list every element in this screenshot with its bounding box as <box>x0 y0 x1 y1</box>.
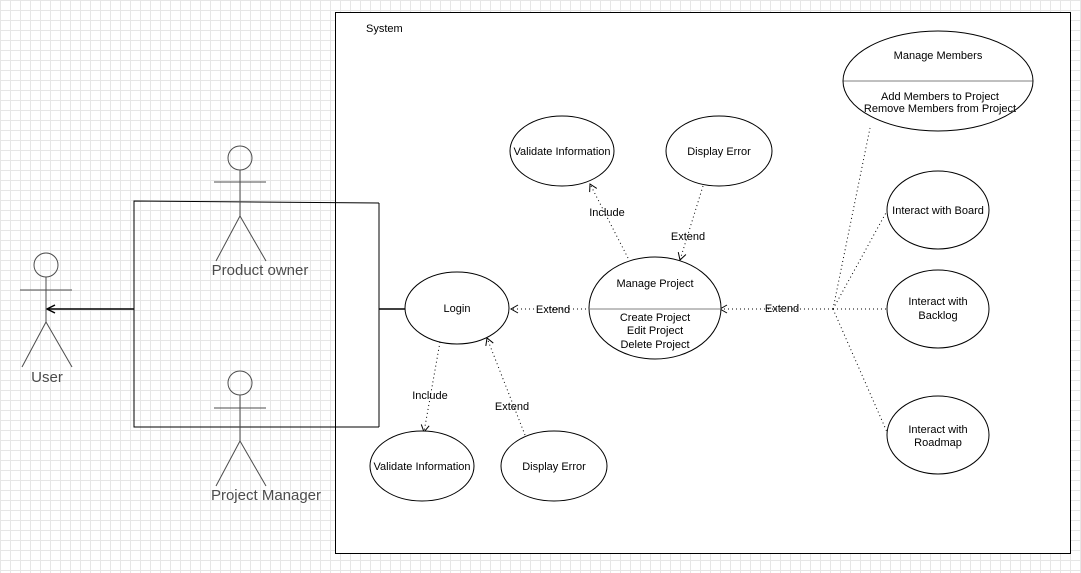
extend-project-error-label: Extend <box>671 231 705 243</box>
use-case-manage-project[interactable]: Manage Project Create Project Edit Proje… <box>588 256 722 360</box>
include-project-label: Include <box>589 207 624 219</box>
use-case-display-error-login[interactable]: Display Error <box>500 430 608 502</box>
manage-project-item-edit: Edit Project <box>627 325 683 337</box>
display-error-login-label: Display Error <box>522 461 586 473</box>
use-case-login-label: Login <box>444 303 471 315</box>
manage-members-title: Manage Members <box>894 50 983 62</box>
include-login-label: Include <box>412 390 447 402</box>
generalization-bracket <box>133 200 380 428</box>
use-case-interact-roadmap[interactable]: Interact with Roadmap <box>886 395 990 475</box>
extend-login-error-line <box>485 337 526 436</box>
actor-project-manager-label: Project Manager <box>211 487 321 504</box>
use-case-interact-backlog[interactable]: Interact with Backlog <box>886 269 990 349</box>
manage-project-item-create: Create Project <box>620 312 690 324</box>
manage-members-item-remove: Remove Members from Project <box>864 103 1016 115</box>
extend-login-error-label: Extend <box>495 401 529 413</box>
actor-product-owner[interactable]: Product owner <box>212 145 309 279</box>
actor-user[interactable]: User <box>20 252 73 386</box>
system-label: System <box>366 23 403 35</box>
use-case-validate-information-project[interactable]: Validate Information <box>509 115 615 187</box>
actor-project-manager[interactable]: Project Manager <box>211 370 321 504</box>
extend-login-manage-label: Extend <box>536 304 570 316</box>
interact-backlog-label-line1: Interact with <box>908 296 967 308</box>
manage-members-item-add: Add Members to Project <box>881 91 999 103</box>
manage-project-title: Manage Project <box>616 278 693 290</box>
interact-roadmap-label-line1: Interact with <box>908 424 967 436</box>
manage-project-item-delete: Delete Project <box>620 339 689 351</box>
interact-roadmap-label-line2: Roadmap <box>914 437 962 449</box>
actor-user-label: User <box>31 369 63 386</box>
interact-backlog-label-line2: Backlog <box>918 310 957 322</box>
display-error-project-label: Display Error <box>687 146 751 158</box>
fan-manage-members <box>832 127 871 310</box>
use-case-interact-board[interactable]: Interact with Board <box>886 170 990 250</box>
include-login-line <box>420 341 441 433</box>
validate-information-project-label: Validate Information <box>513 146 610 158</box>
interact-board-label: Interact with Board <box>892 205 984 217</box>
use-case-display-error-project[interactable]: Display Error <box>665 115 773 187</box>
actor-product-owner-label: Product owner <box>212 262 309 279</box>
use-case-manage-members[interactable]: Manage Members Add Members to Project Re… <box>842 30 1034 132</box>
use-case-login[interactable]: Login <box>404 271 510 345</box>
extend-interactions-label: Extend <box>765 303 799 315</box>
extend-project-error-line <box>677 185 704 261</box>
use-case-validate-information-login[interactable]: Validate Information <box>369 430 475 502</box>
validate-information-login-label: Validate Information <box>373 461 470 473</box>
